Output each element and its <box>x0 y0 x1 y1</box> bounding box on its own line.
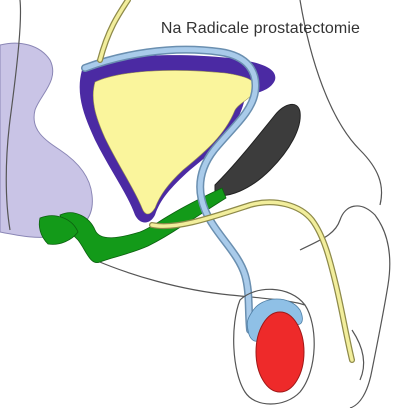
testis <box>256 312 304 392</box>
figure-title: Na Radicale prostatectomie <box>0 20 360 38</box>
perineum-outline <box>95 260 305 305</box>
thigh-outline <box>300 206 390 408</box>
rectum <box>0 43 92 237</box>
